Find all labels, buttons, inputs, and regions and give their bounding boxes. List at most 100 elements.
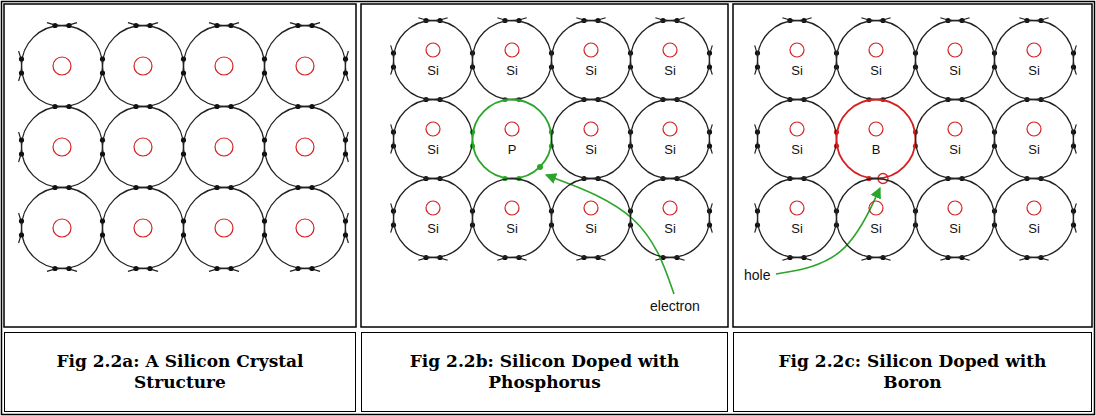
leader-arrow <box>546 175 674 294</box>
element-symbol: Si <box>393 222 473 236</box>
atom-circle <box>184 188 265 269</box>
nucleus-circle <box>505 201 519 215</box>
atom-ring <box>394 21 473 100</box>
atom-circle: Si <box>915 20 995 100</box>
atom-circle: Si <box>393 99 473 179</box>
nucleus-circle <box>296 219 314 237</box>
atom-ring <box>916 21 995 100</box>
atom-outline <box>393 99 473 179</box>
atom-outline <box>994 20 1074 100</box>
neighbour-arc <box>290 23 320 26</box>
nucleus-circle <box>584 201 598 215</box>
neighbour-arc <box>19 51 22 81</box>
nucleus-circle <box>53 138 71 156</box>
atom-circle: Si <box>551 178 631 258</box>
nucleus-circle <box>663 43 677 57</box>
nucleus-circle <box>1027 201 1041 215</box>
element-symbol: Si <box>630 143 710 157</box>
nucleus-circle <box>134 219 152 237</box>
bond-electron <box>133 104 138 109</box>
caption-text: Fig 2.2c: Silicon Doped with Boron <box>773 351 1053 394</box>
neighbour-arc <box>209 269 239 272</box>
atom-ring <box>473 100 552 179</box>
bond-electron <box>343 56 348 61</box>
atom-ring <box>552 21 631 100</box>
nucleus-circle <box>663 201 677 215</box>
bond-electron <box>147 266 152 271</box>
atom-circle: Si <box>757 178 837 258</box>
atom-circle <box>184 107 265 188</box>
bond-electron <box>295 266 300 271</box>
bond-electron <box>147 185 152 190</box>
atom-outline <box>836 20 916 100</box>
bond-electron <box>66 185 71 190</box>
atom-circle: Si <box>551 99 631 179</box>
neighbour-arc <box>47 268 77 271</box>
neighbour-arc <box>47 23 77 26</box>
atom-ring <box>552 100 631 179</box>
boron-lattice <box>755 18 1077 261</box>
atom-circle <box>265 188 346 269</box>
atom-circle: Si <box>472 20 552 100</box>
neighbour-arc <box>209 23 239 26</box>
bond-electron <box>100 56 105 61</box>
bond-electron <box>309 185 314 190</box>
bond-electron <box>262 151 267 156</box>
bond-electron <box>309 104 314 109</box>
bond-electron <box>19 70 24 75</box>
element-symbol: B <box>836 143 916 157</box>
neighbour-arc <box>128 23 158 26</box>
bond-electron <box>214 266 219 271</box>
atom-outline <box>836 178 916 258</box>
element-symbol: Si <box>393 64 473 78</box>
atom-ring <box>631 179 710 258</box>
neighbour-arc <box>290 269 320 272</box>
atom-circle: Si <box>630 99 710 179</box>
atom-ring <box>758 179 837 258</box>
bond-electron <box>228 23 233 28</box>
bond-electron <box>100 232 105 237</box>
nucleus-circle <box>1027 43 1041 57</box>
bond-electron <box>262 218 267 223</box>
bond-electron <box>19 151 24 156</box>
bond-electron <box>52 104 57 109</box>
neighbour-arc <box>19 213 22 243</box>
atom-outline <box>551 99 631 179</box>
atom-ring <box>995 179 1074 258</box>
nucleus-circle <box>505 122 519 136</box>
nucleus-circle <box>296 138 314 156</box>
atom-outline <box>472 99 552 179</box>
atom-outline <box>915 99 995 179</box>
nucleus-circle <box>426 122 440 136</box>
bond-electron <box>181 232 186 237</box>
atom-circle: B <box>836 99 916 179</box>
atom-ring <box>758 100 837 179</box>
atom-outline <box>630 99 710 179</box>
element-symbol: Si <box>551 222 631 236</box>
atom-circle: Si <box>994 178 1074 258</box>
element-symbol: Si <box>472 64 552 78</box>
atom-ring <box>995 21 1074 100</box>
atom-circle: Si <box>994 20 1074 100</box>
bond-electron <box>343 70 348 75</box>
caption-text: Fig 2.2a: A Silicon Crystal Structure <box>40 351 320 394</box>
element-symbol: Si <box>915 143 995 157</box>
neighbour-arc <box>346 213 349 243</box>
atom-outline <box>472 20 552 100</box>
bond-electron <box>19 218 24 223</box>
bond-electron <box>262 232 267 237</box>
neighbour-arc <box>128 268 158 271</box>
bond-electron <box>214 104 219 109</box>
nucleus-circle <box>790 122 804 136</box>
element-symbol: Si <box>915 222 995 236</box>
element-symbol: Si <box>630 222 710 236</box>
atom-circle: Si <box>630 178 710 258</box>
atom-outline <box>915 178 995 258</box>
atom-outline <box>393 20 473 100</box>
atom-ring <box>758 21 837 100</box>
bond-electron <box>214 185 219 190</box>
atom-outline <box>757 178 837 258</box>
